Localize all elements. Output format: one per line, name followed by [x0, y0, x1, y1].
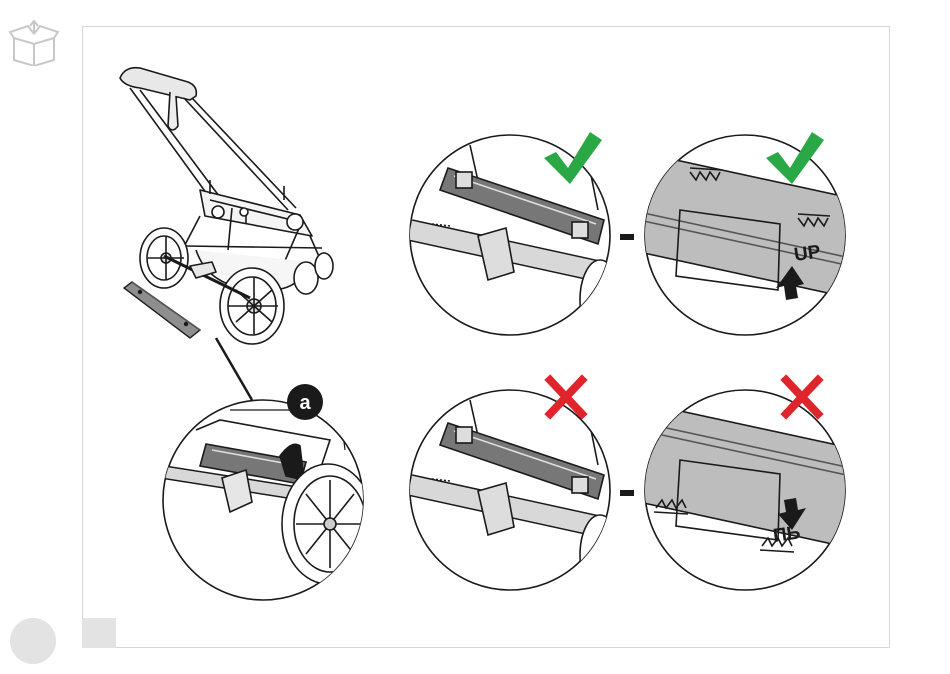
page-number-box	[82, 618, 116, 648]
connector-dash-top	[620, 234, 634, 240]
zoom-pointer-line	[216, 338, 252, 400]
zoom-circle-a	[150, 400, 374, 600]
callout-a-badge: a	[287, 384, 323, 420]
correct-mount-circle	[410, 135, 620, 340]
bracket-part	[124, 282, 200, 338]
correct-detail-circle: UP	[630, 135, 860, 335]
page-indicator-dot	[10, 618, 56, 664]
callout-a-label: a	[299, 392, 311, 414]
wrong-mount-circle	[410, 390, 620, 595]
connector-dash-bottom	[620, 490, 634, 496]
up-label: UP	[793, 241, 822, 266]
wrong-detail-circle: ПЬ	[630, 390, 860, 590]
inverted-up-label: ПЬ	[772, 522, 802, 547]
